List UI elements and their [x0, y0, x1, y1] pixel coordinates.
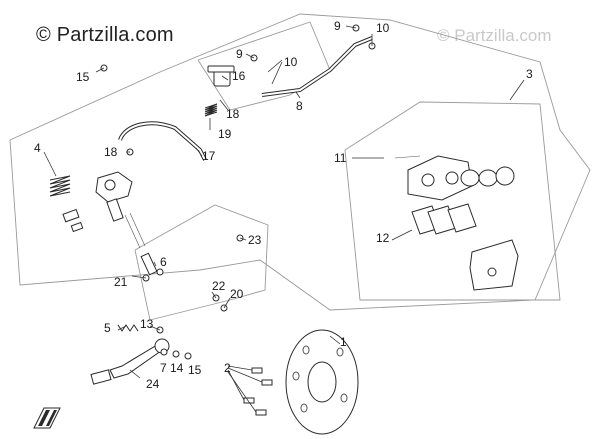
callout-10b: 10	[376, 21, 390, 35]
leader-lines	[43, 25, 525, 413]
washer-14	[172, 350, 180, 358]
outline-caliper-group	[344, 101, 561, 301]
piston-kit	[49, 175, 84, 233]
callout-9b: 9	[334, 19, 341, 33]
seal-2	[478, 169, 498, 187]
watermark-main: © Partzilla.com	[36, 24, 174, 46]
callout-18a: 18	[226, 107, 240, 121]
callout-18b: 18	[104, 145, 118, 159]
callout-13: 13	[140, 317, 154, 331]
caliper-body	[394, 155, 473, 201]
callout-15a: 15	[76, 70, 90, 84]
callout-15b: 15	[188, 363, 202, 377]
spring-5	[117, 324, 139, 332]
seal-1	[460, 169, 480, 187]
callout-20: 20	[230, 287, 244, 301]
brake-pads	[411, 203, 477, 235]
caliper-bracket	[469, 239, 519, 291]
callout-10a: 10	[284, 55, 298, 69]
callout-17: 17	[202, 149, 216, 163]
callout-19: 19	[218, 127, 232, 141]
seal-3	[495, 166, 515, 186]
brake-hose	[118, 121, 207, 161]
spring-19	[204, 103, 218, 117]
brake-disc	[285, 329, 359, 435]
callout-21: 21	[114, 275, 128, 289]
watermark-faint: © Partzilla.com	[437, 26, 552, 45]
master-cylinder	[95, 171, 146, 249]
callout-6: 6	[160, 255, 167, 269]
callout-12: 12	[376, 231, 390, 245]
callout-4: 4	[34, 141, 41, 155]
brake-line-upper	[261, 36, 373, 97]
callout-24: 24	[146, 377, 160, 391]
callout-23: 23	[248, 233, 262, 247]
outline-rear-brake-group	[9, 13, 591, 311]
callout-2: 2	[224, 361, 231, 375]
callout-22: 22	[212, 279, 226, 293]
front-arrow-icon	[33, 407, 61, 429]
callout-8: 8	[296, 99, 303, 113]
callout-3: 3	[526, 67, 533, 81]
callout-5: 5	[104, 321, 111, 335]
callout-1: 1	[340, 335, 347, 349]
callout-11: 11	[334, 151, 347, 165]
bolt-15b	[184, 352, 192, 360]
callout-9a: 9	[236, 47, 243, 61]
callout-14: 14	[170, 361, 184, 375]
pin-7	[160, 348, 168, 356]
push-rod	[140, 252, 164, 276]
callout-16: 16	[232, 69, 246, 83]
callout-7: 7	[160, 361, 167, 375]
disc-bolts	[243, 367, 273, 416]
outline-pedal-group	[134, 204, 269, 321]
